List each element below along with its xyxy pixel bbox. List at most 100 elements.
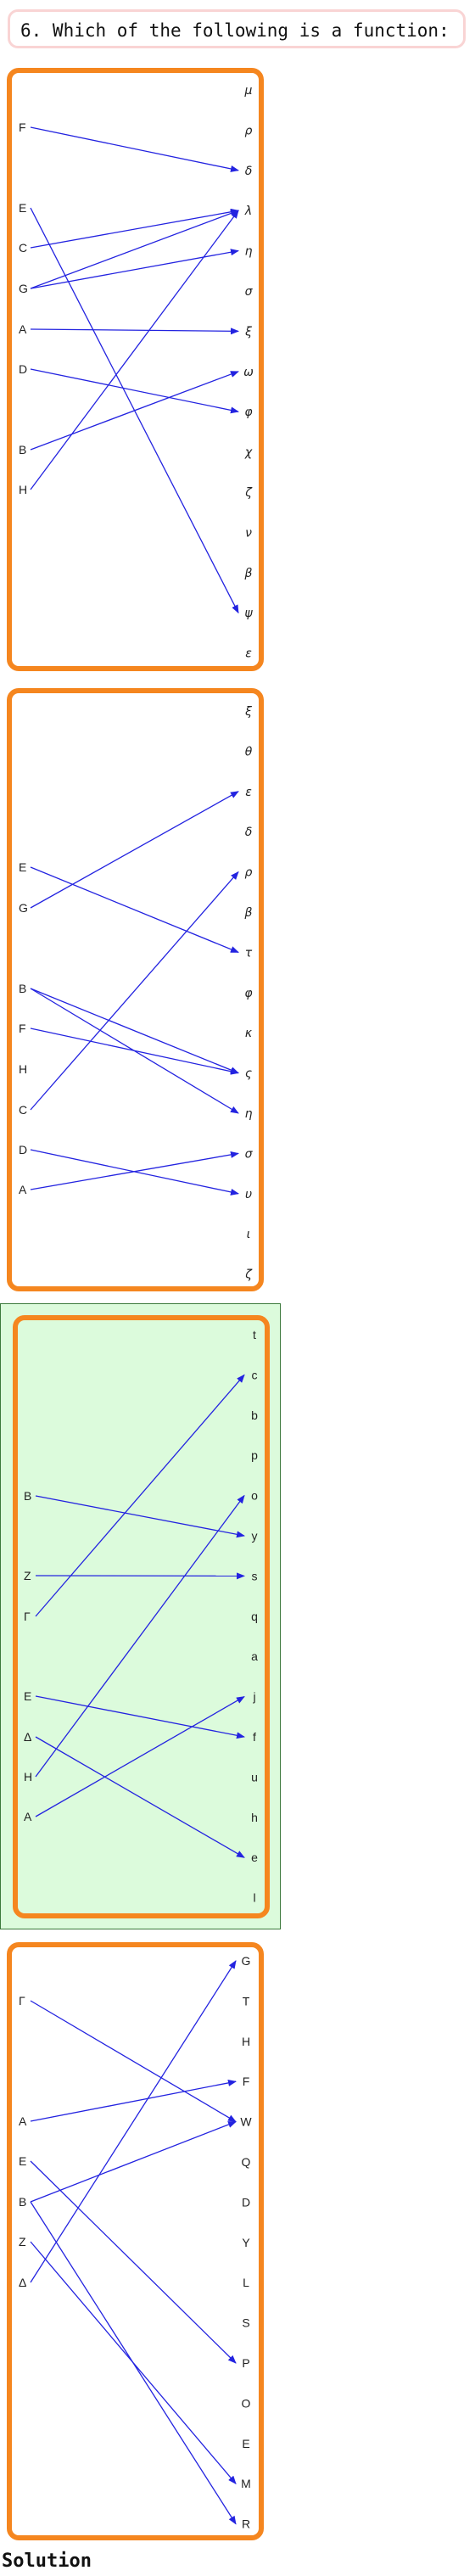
codomain-label: θ — [245, 745, 253, 759]
codomain-label: ρ — [245, 866, 253, 880]
codomain-label: Y — [242, 2236, 250, 2249]
codomain-label: ρ — [245, 124, 253, 137]
codomain-label: ξ — [244, 705, 252, 719]
mapping-arrow — [35, 1495, 245, 1538]
mapping-arrow — [30, 2000, 237, 2123]
codomain-label: G — [242, 1954, 251, 1968]
mapping-arrow — [30, 2120, 237, 2203]
mapping-arrow — [30, 871, 239, 1111]
codomain-label: υ — [245, 1188, 252, 1201]
codomain-label: c — [252, 1368, 258, 1381]
domain-label: H — [19, 1062, 27, 1076]
mapping-arrow — [35, 1494, 245, 1778]
codomain-label: f — [253, 1730, 256, 1744]
codomain-label: H — [242, 2035, 250, 2048]
mapping-arrow — [30, 1960, 237, 2283]
codomain-label: σ — [245, 1147, 254, 1161]
codomain-label: κ — [245, 1027, 253, 1040]
solution-heading: Solution — [2, 2551, 92, 2572]
domain-label: Z — [19, 2235, 26, 2248]
codomain-label: ν — [245, 526, 252, 540]
codomain-label: η — [245, 245, 253, 259]
mapping-arrow — [35, 1374, 245, 1617]
mapping-arrow — [30, 1028, 239, 1075]
mapping-arrow — [30, 126, 239, 172]
codomain-label: η — [245, 1107, 253, 1121]
mapping-arrow — [35, 1736, 245, 1858]
codomain-label: ι — [247, 1228, 251, 1241]
mapping-diagram-1 — [7, 68, 264, 671]
question-box: 6. Which of the following is a function: — [8, 9, 466, 48]
codomain-label: ζ — [244, 1268, 253, 1282]
codomain-label: o — [251, 1489, 258, 1503]
highlighted-answer-background — [0, 1303, 281, 1929]
codomain-label: E — [242, 2437, 249, 2450]
domain-label: Δ — [19, 2276, 26, 2289]
codomain-label: ξ — [244, 325, 252, 339]
domain-label: Γ — [19, 1994, 25, 2008]
domain-label: B — [24, 1489, 31, 1503]
mapping-arrow — [30, 791, 239, 909]
domain-label: A — [24, 1810, 32, 1823]
codomain-label: l — [253, 1891, 255, 1905]
codomain-label: R — [242, 2517, 250, 2531]
codomain-label: S — [242, 2316, 249, 2330]
codomain-label: μ — [244, 84, 253, 98]
codomain-label: F — [243, 2075, 250, 2088]
codomain-label: W — [240, 2115, 252, 2129]
codomain-label: M — [241, 2477, 251, 2490]
question-text: 6. Which of the following is a function: — [20, 20, 450, 41]
codomain-label: ε — [245, 786, 252, 799]
codomain-label: P — [242, 2356, 249, 2370]
domain-label: E — [19, 2154, 26, 2168]
codomain-label: δ — [245, 826, 253, 839]
codomain-label: ε — [245, 647, 252, 661]
codomain-label: s — [252, 1569, 258, 1582]
domain-label: D — [19, 1143, 27, 1156]
domain-label: Γ — [24, 1610, 31, 1623]
mapping-arrow — [30, 2160, 237, 2364]
codomain-label: τ — [245, 946, 253, 960]
codomain-label: δ — [245, 165, 253, 178]
mapping-arrow — [30, 328, 239, 335]
domain-label: Δ — [24, 1730, 31, 1744]
codomain-label: φ — [244, 987, 253, 1000]
codomain-label: φ — [244, 406, 253, 419]
codomain-label: y — [252, 1529, 258, 1543]
domain-label: G — [19, 282, 28, 295]
mapping-arrow — [30, 988, 239, 1074]
codomain-label: b — [251, 1408, 258, 1422]
domain-label: F — [19, 120, 26, 134]
domain-label: A — [19, 1183, 27, 1196]
domain-label: D — [19, 362, 27, 376]
codomain-label: ω — [243, 366, 254, 379]
mapping-diagram-4 — [7, 1942, 264, 2540]
domain-label: A — [19, 2114, 27, 2128]
domain-label: E — [24, 1689, 31, 1703]
codomain-label: ψ — [244, 607, 253, 620]
mapping-arrow — [35, 1696, 245, 1817]
domain-label: Z — [24, 1569, 31, 1582]
domain-label: C — [19, 1103, 27, 1117]
domain-label: E — [19, 201, 26, 215]
codomain-label: O — [242, 2396, 251, 2410]
mapping-arrow — [30, 2079, 237, 2122]
codomain-label: L — [243, 2276, 249, 2289]
mapping-arrow — [30, 210, 239, 289]
mapping-arrow — [30, 2241, 237, 2484]
mapping-diagram-2 — [7, 688, 264, 1291]
codomain-label: p — [251, 1448, 258, 1462]
codomain-label: j — [252, 1690, 255, 1704]
codomain-label: Q — [242, 2155, 251, 2169]
codomain-label: u — [251, 1770, 258, 1784]
mapping-arrow — [30, 866, 239, 954]
codomain-label: β — [244, 906, 253, 920]
codomain-label: e — [251, 1851, 258, 1864]
codomain-label: T — [243, 1994, 250, 2008]
codomain-label: χ — [244, 446, 253, 460]
